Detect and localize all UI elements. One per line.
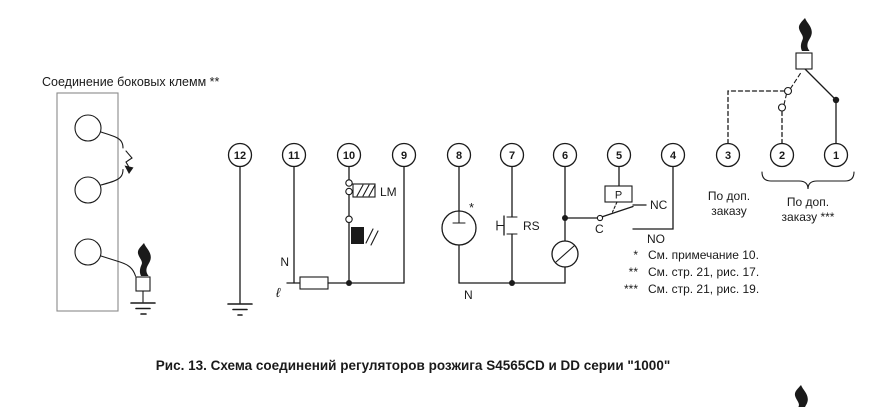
terminal-12: 12 bbox=[227, 142, 253, 168]
ignition-coil bbox=[351, 227, 379, 246]
connector-pin bbox=[345, 179, 353, 187]
terminal-10-number: 10 bbox=[343, 150, 355, 162]
footnote-3-marker: *** bbox=[624, 282, 638, 296]
footnote-2-marker: ** bbox=[629, 265, 639, 279]
terminal-6-number: 6 bbox=[562, 150, 568, 162]
footnote-1-text: См. примечание 10. bbox=[648, 248, 759, 262]
nc-label: NC bbox=[650, 198, 668, 212]
no-label: NO bbox=[647, 232, 665, 246]
optional-contact-b bbox=[777, 103, 787, 112]
brace bbox=[761, 171, 855, 190]
terminal-8: 8 bbox=[446, 142, 472, 168]
switch-arm bbox=[601, 205, 634, 218]
mains-branch: N ℓ bbox=[276, 165, 405, 300]
common-label: C bbox=[595, 222, 604, 236]
figure-caption: Рис. 13. Схема соединений регуляторов ро… bbox=[156, 358, 670, 373]
connector-pin bbox=[345, 215, 353, 224]
terminal-3-number: 3 bbox=[725, 150, 731, 162]
terminal-5: 5 bbox=[606, 142, 632, 168]
fuse bbox=[299, 276, 329, 290]
optional-wire-t3 bbox=[727, 90, 785, 145]
rs-button bbox=[496, 215, 518, 236]
spark-icon bbox=[124, 150, 134, 174]
footnote-3-text: См. стр. 21, рис. 19. bbox=[648, 282, 759, 296]
side-terminal-top bbox=[74, 114, 102, 142]
live-supply-label: ℓ bbox=[276, 285, 281, 300]
terminal-10: 10 bbox=[336, 142, 362, 168]
terminal-8-number: 8 bbox=[456, 150, 462, 162]
ignition-electrode-branch bbox=[727, 18, 840, 145]
terminal-7: 7 bbox=[499, 142, 525, 168]
optional-contact-a bbox=[783, 86, 793, 96]
terminal-block-outline bbox=[56, 92, 119, 312]
flame-icon-bottom bbox=[794, 385, 808, 407]
footnote-1-marker: * bbox=[633, 248, 638, 262]
lm-coil bbox=[352, 183, 376, 198]
side-terminals-label: Соединение боковых клемм ** bbox=[42, 75, 219, 89]
footnotes: * См. примечание 10. ** См. стр. 21, рис… bbox=[624, 248, 759, 296]
rs-button-branch: RS bbox=[496, 165, 540, 284]
optional-t21-line2: заказу *** bbox=[782, 210, 835, 224]
burner-box-left bbox=[135, 276, 151, 292]
terminal-11-number: 11 bbox=[288, 150, 300, 162]
pressure-label: P bbox=[615, 190, 622, 202]
terminal-2: 2 bbox=[769, 142, 795, 168]
burner-box-top bbox=[795, 52, 813, 70]
lm-valve-branch: LM bbox=[345, 165, 397, 284]
terminal-row: 12 11 10 9 8 7 6 5 4 3 2 1 bbox=[227, 142, 849, 168]
earth-branch bbox=[227, 165, 253, 316]
terminal-5-number: 5 bbox=[616, 150, 622, 162]
footnote-2-text: См. стр. 21, рис. 17. bbox=[648, 265, 759, 279]
terminal-4-number: 4 bbox=[670, 150, 677, 162]
terminal-1-number: 1 bbox=[833, 150, 839, 162]
motor-branch bbox=[551, 165, 598, 284]
ground-icon-t12 bbox=[227, 303, 253, 316]
terminal-12-number: 12 bbox=[234, 150, 246, 162]
rs-label: RS bbox=[523, 219, 540, 233]
switch-pivot bbox=[596, 214, 604, 222]
optional-t3-line2: заказу bbox=[711, 204, 747, 218]
pressure-switch-branch: NC NO C P bbox=[595, 165, 674, 246]
optional-t21-line1: По доп. bbox=[787, 195, 829, 209]
terminal-11: 11 bbox=[281, 142, 307, 168]
connector-pin bbox=[345, 187, 353, 196]
terminal-6: 6 bbox=[552, 142, 578, 168]
side-terminal-block: Соединение боковых клемм ** bbox=[42, 75, 219, 315]
electrode-wire-middle bbox=[100, 168, 124, 186]
neutral-bus-label: N bbox=[464, 288, 473, 302]
actuator-link bbox=[611, 201, 618, 213]
lm-label: LM bbox=[380, 185, 397, 199]
flame-icon-left bbox=[137, 243, 151, 276]
sensor-footnote-marker: * bbox=[469, 200, 474, 215]
neutral-supply-label: N bbox=[280, 255, 289, 269]
ground-icon-left bbox=[130, 302, 156, 315]
no-contact-wire bbox=[632, 165, 674, 230]
terminal-7-number: 7 bbox=[509, 150, 515, 162]
terminal-3: 3 bbox=[715, 142, 741, 168]
flame-icon-top bbox=[798, 18, 812, 51]
electrode-wire-bottom bbox=[100, 255, 137, 277]
terminal-2-number: 2 bbox=[779, 150, 785, 162]
terminal-9: 9 bbox=[391, 142, 417, 168]
optional-t3-line1: По доп. bbox=[708, 189, 750, 203]
terminal-1: 1 bbox=[823, 142, 849, 168]
side-terminal-bottom bbox=[74, 238, 102, 266]
terminal-4: 4 bbox=[660, 142, 686, 168]
terminal-9-number: 9 bbox=[401, 150, 407, 162]
option-labels: По доп. заказу По доп. заказу *** bbox=[708, 171, 855, 224]
electrode-wire-top bbox=[100, 131, 124, 149]
side-terminal-middle bbox=[74, 176, 102, 204]
pressure-box bbox=[604, 185, 633, 203]
